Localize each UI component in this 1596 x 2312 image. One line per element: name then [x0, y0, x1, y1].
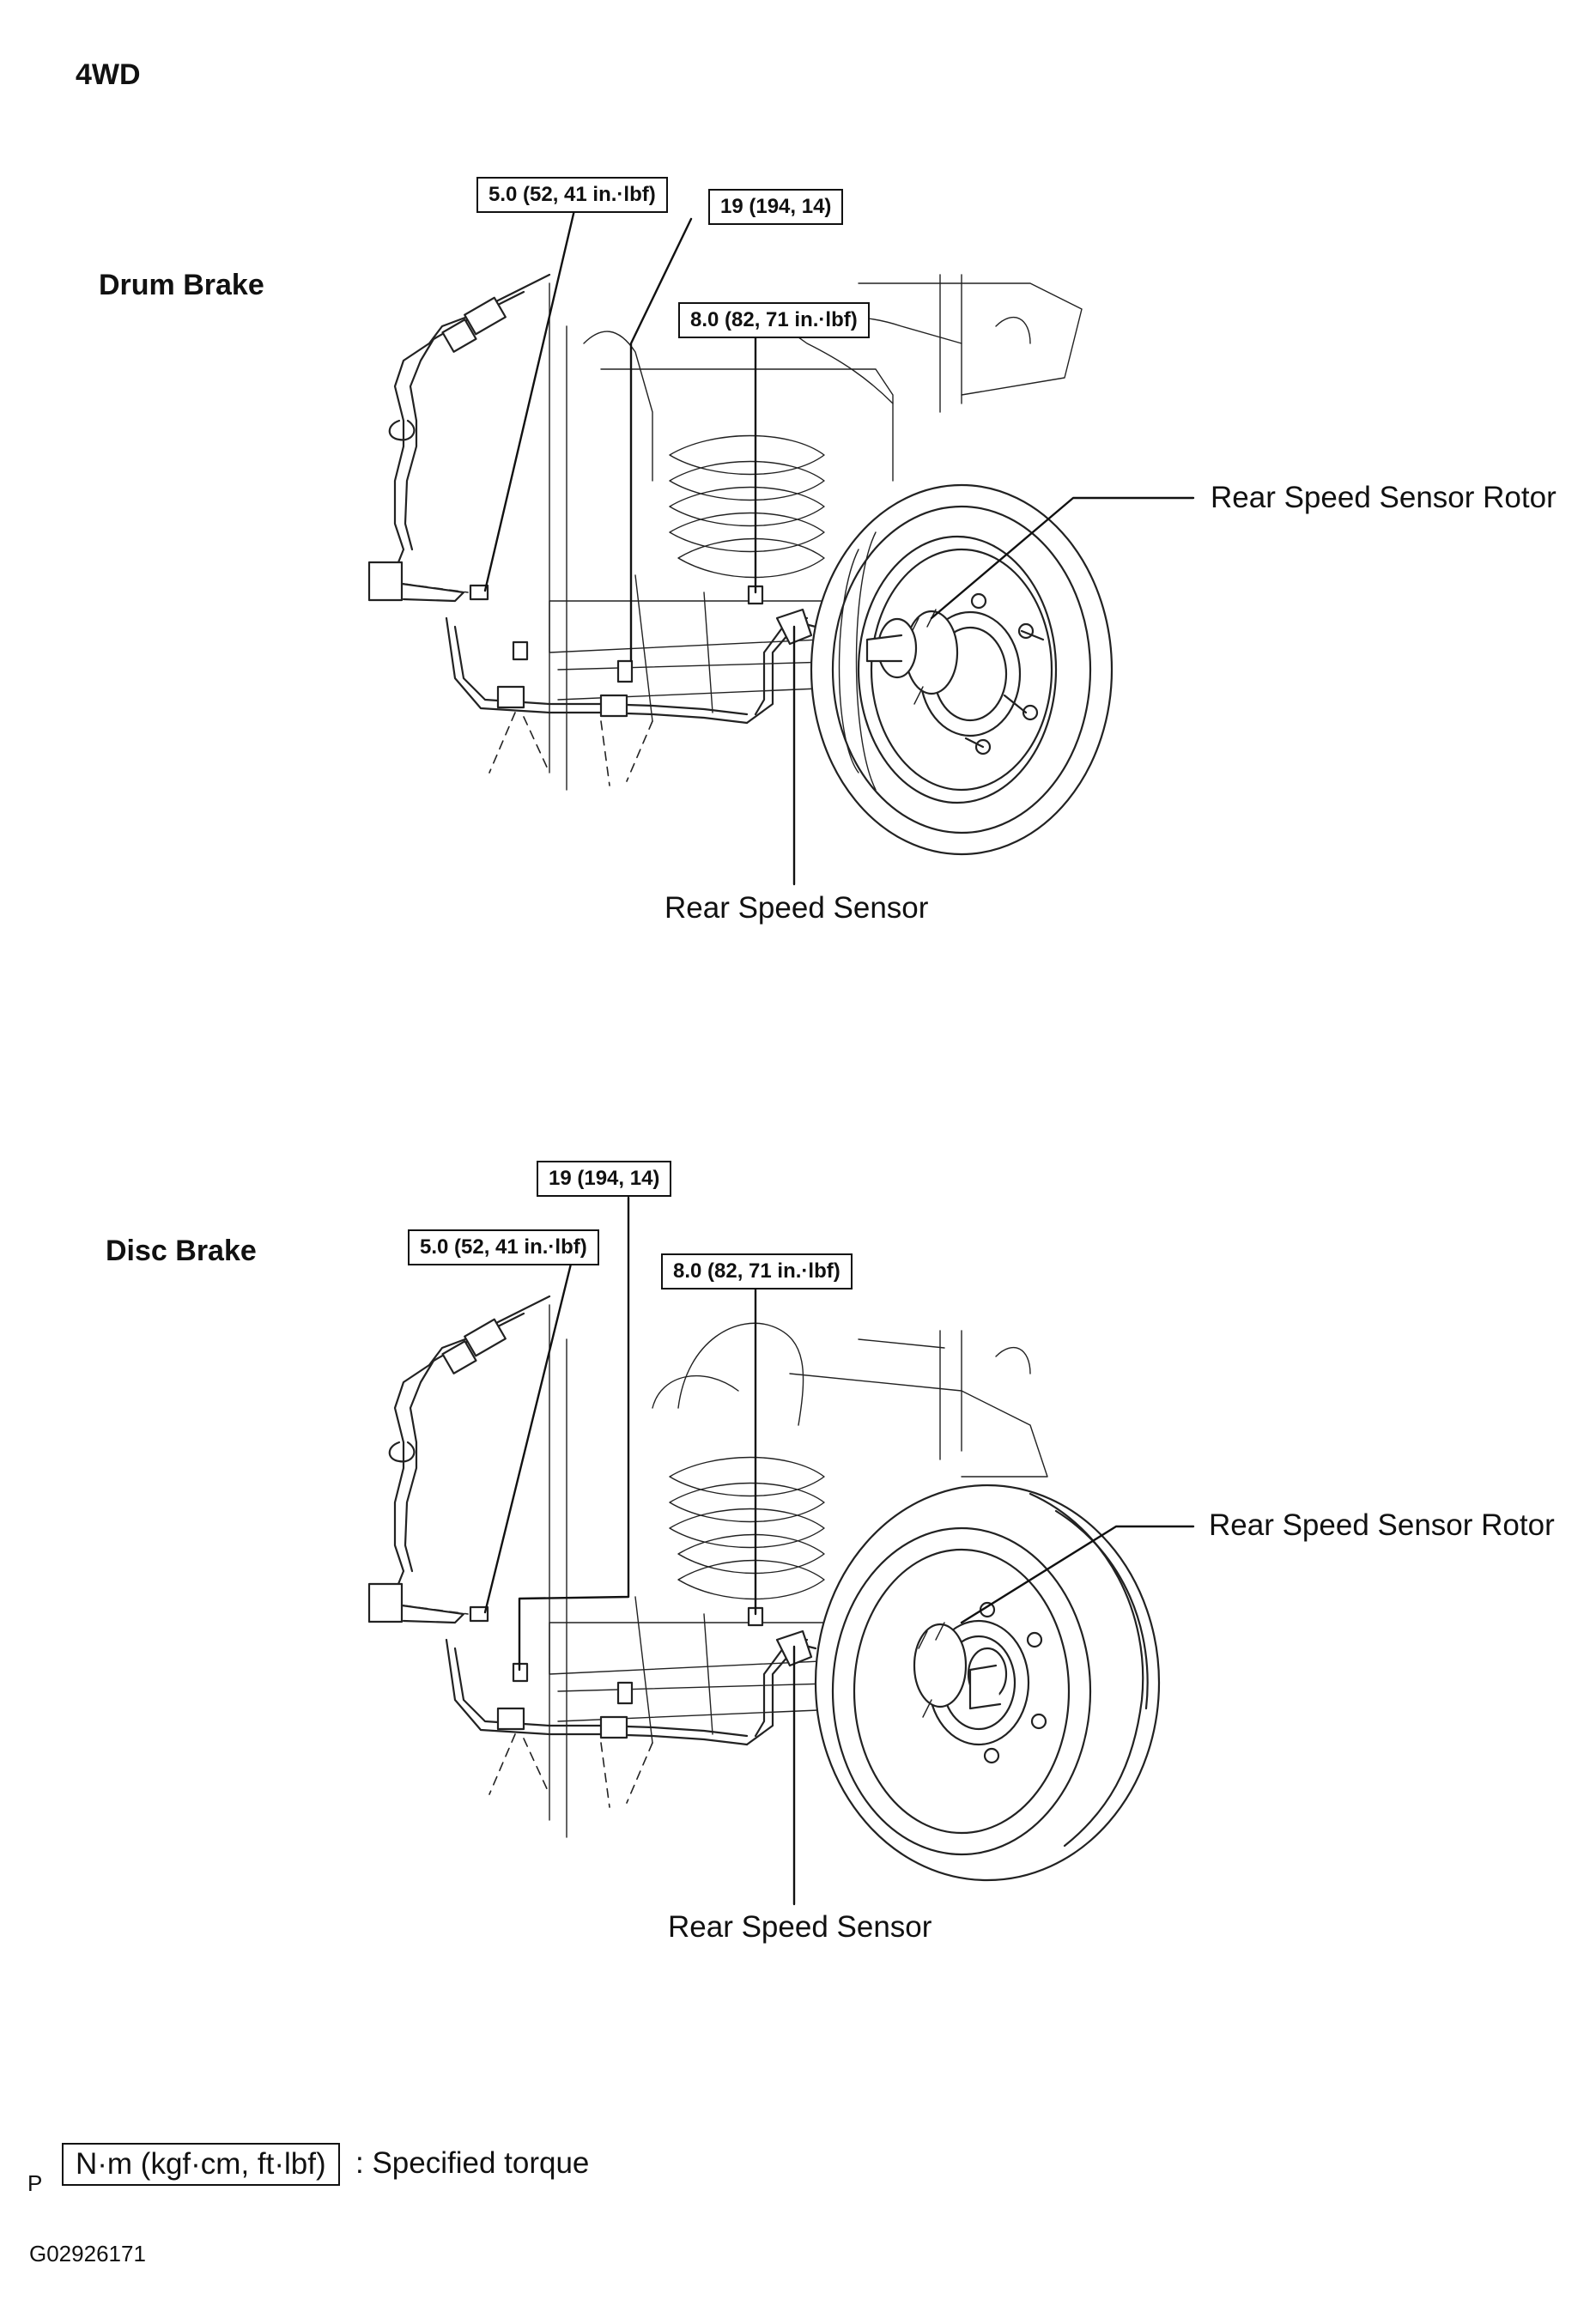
disc-sensor-label: Rear Speed Sensor: [668, 1910, 932, 1944]
page-marker: P: [27, 2170, 43, 2196]
disc-torque-label-5-0: 5.0 (52, 41 in.·lbf): [408, 1229, 599, 1265]
disc-rotor-label: Rear Speed Sensor Rotor: [1209, 1508, 1555, 1542]
disc-torque-label-8-0: 8.0 (82, 71 in.·lbf): [661, 1253, 853, 1290]
drum-sensor-label: Rear Speed Sensor: [664, 891, 929, 925]
torque-unit-legend-box: N·m (kgf·cm, ft·lbf): [62, 2143, 340, 2186]
figure-code: G02926171: [29, 2241, 146, 2266]
disc-torque-label-19: 19 (194, 14): [537, 1161, 672, 1197]
drum-brake-illustration: [367, 197, 1195, 886]
disc-brake-illustration: [367, 1196, 1195, 1906]
disc-brake-title: Disc Brake: [106, 1235, 257, 1267]
drum-brake-title: Drum Brake: [99, 269, 264, 301]
drum-torque-label-5-0: 5.0 (52, 41 in.·lbf): [476, 177, 668, 213]
drive-type-heading: 4WD: [76, 58, 141, 91]
torque-legend-text: : Specified torque: [355, 2146, 590, 2180]
drum-torque-label-19: 19 (194, 14): [708, 189, 844, 225]
drum-torque-label-8-0: 8.0 (82, 71 in.·lbf): [678, 302, 870, 338]
drum-rotor-label: Rear Speed Sensor Rotor: [1211, 481, 1557, 514]
